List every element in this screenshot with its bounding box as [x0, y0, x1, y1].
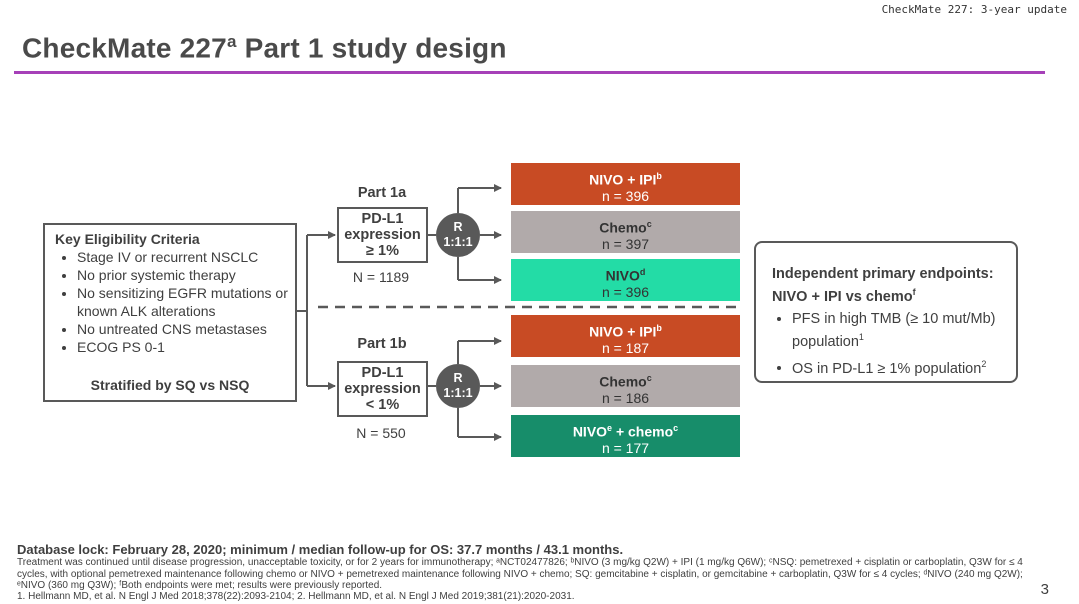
part1b-n: N = 550	[356, 425, 406, 441]
rand-ratio: 1:1:1	[443, 235, 473, 249]
stratification-note: Stratified by SQ vs NSQ	[90, 377, 250, 393]
page-title: CheckMate 227a Part 1 study design	[22, 32, 507, 64]
title-rule	[14, 71, 1045, 74]
pdl1-line: PD-L1	[361, 211, 404, 227]
rand-label: R	[453, 220, 463, 234]
part1a-label: Part 1a	[357, 185, 407, 201]
pdl1-line: expression	[344, 227, 421, 243]
rand-label: R	[453, 371, 463, 385]
arm-nivo-1a: NIVOd n = 396	[511, 259, 740, 301]
list-item: No prior systemic therapy	[77, 266, 295, 284]
arm-nivo-ipi-1a: NIVO + IPIb n = 396	[511, 163, 740, 205]
eligibility-heading: Key Eligibility Criteria	[55, 231, 200, 247]
list-item: Stage IV or recurrent NSCLC	[77, 248, 295, 266]
database-lock-note: Database lock: February 28, 2020; minimu…	[17, 542, 624, 557]
list-item: No sensitizing EGFR mutations or known A…	[77, 284, 295, 320]
eligibility-list: Stage IV or recurrent NSCLC No prior sys…	[55, 248, 295, 356]
deck-subtitle: CheckMate 227: 3-year update	[881, 3, 1067, 16]
randomization-circle: R 1:1:1	[436, 213, 480, 257]
part1b-pdl1-box: PD-L1 expression < 1%	[337, 361, 428, 417]
references: 1. Hellmann MD, et al. N Engl J Med 2018…	[17, 591, 575, 602]
part1b-label: Part 1b	[357, 336, 407, 352]
pdl1-line: expression	[344, 381, 421, 397]
pdl1-line: PD-L1	[361, 365, 404, 381]
arm-nivo-chemo-1b: NIVOe + chemoc n = 177	[511, 415, 740, 457]
endpoints-list: PFS in high TMB (≥ 10 mut/Mb) population…	[772, 310, 1006, 378]
arm-chemo-1b: Chemoc n = 186	[511, 365, 740, 407]
endpoints-heading: Independent primary endpoints: NIVO + IP…	[772, 266, 994, 305]
rand-ratio: 1:1:1	[443, 386, 473, 400]
list-item: OS in PD-L1 ≥ 1% population2	[792, 355, 1006, 378]
arm-chemo-1a: Chemoc n = 397	[511, 211, 740, 253]
endpoints-box: Independent primary endpoints: NIVO + IP…	[754, 241, 1018, 383]
list-item: ECOG PS 0-1	[77, 338, 295, 356]
arm-nivo-ipi-1b: NIVO + IPIb n = 187	[511, 315, 740, 357]
pdl1-line: < 1%	[365, 397, 400, 413]
list-item: No untreated CNS metastases	[77, 320, 295, 338]
eligibility-box: Key Eligibility Criteria Stage IV or rec…	[43, 223, 297, 402]
randomization-circle: R 1:1:1	[436, 364, 480, 408]
part1a-n: N = 1189	[352, 269, 410, 285]
footnotes: Treatment was continued until disease pr…	[17, 557, 1023, 591]
page-number: 3	[1040, 581, 1049, 598]
part1a-pdl1-box: PD-L1 expression ≥ 1%	[337, 207, 428, 263]
list-item: PFS in high TMB (≥ 10 mut/Mb) population…	[792, 310, 1006, 351]
pdl1-line: ≥ 1%	[366, 243, 399, 259]
